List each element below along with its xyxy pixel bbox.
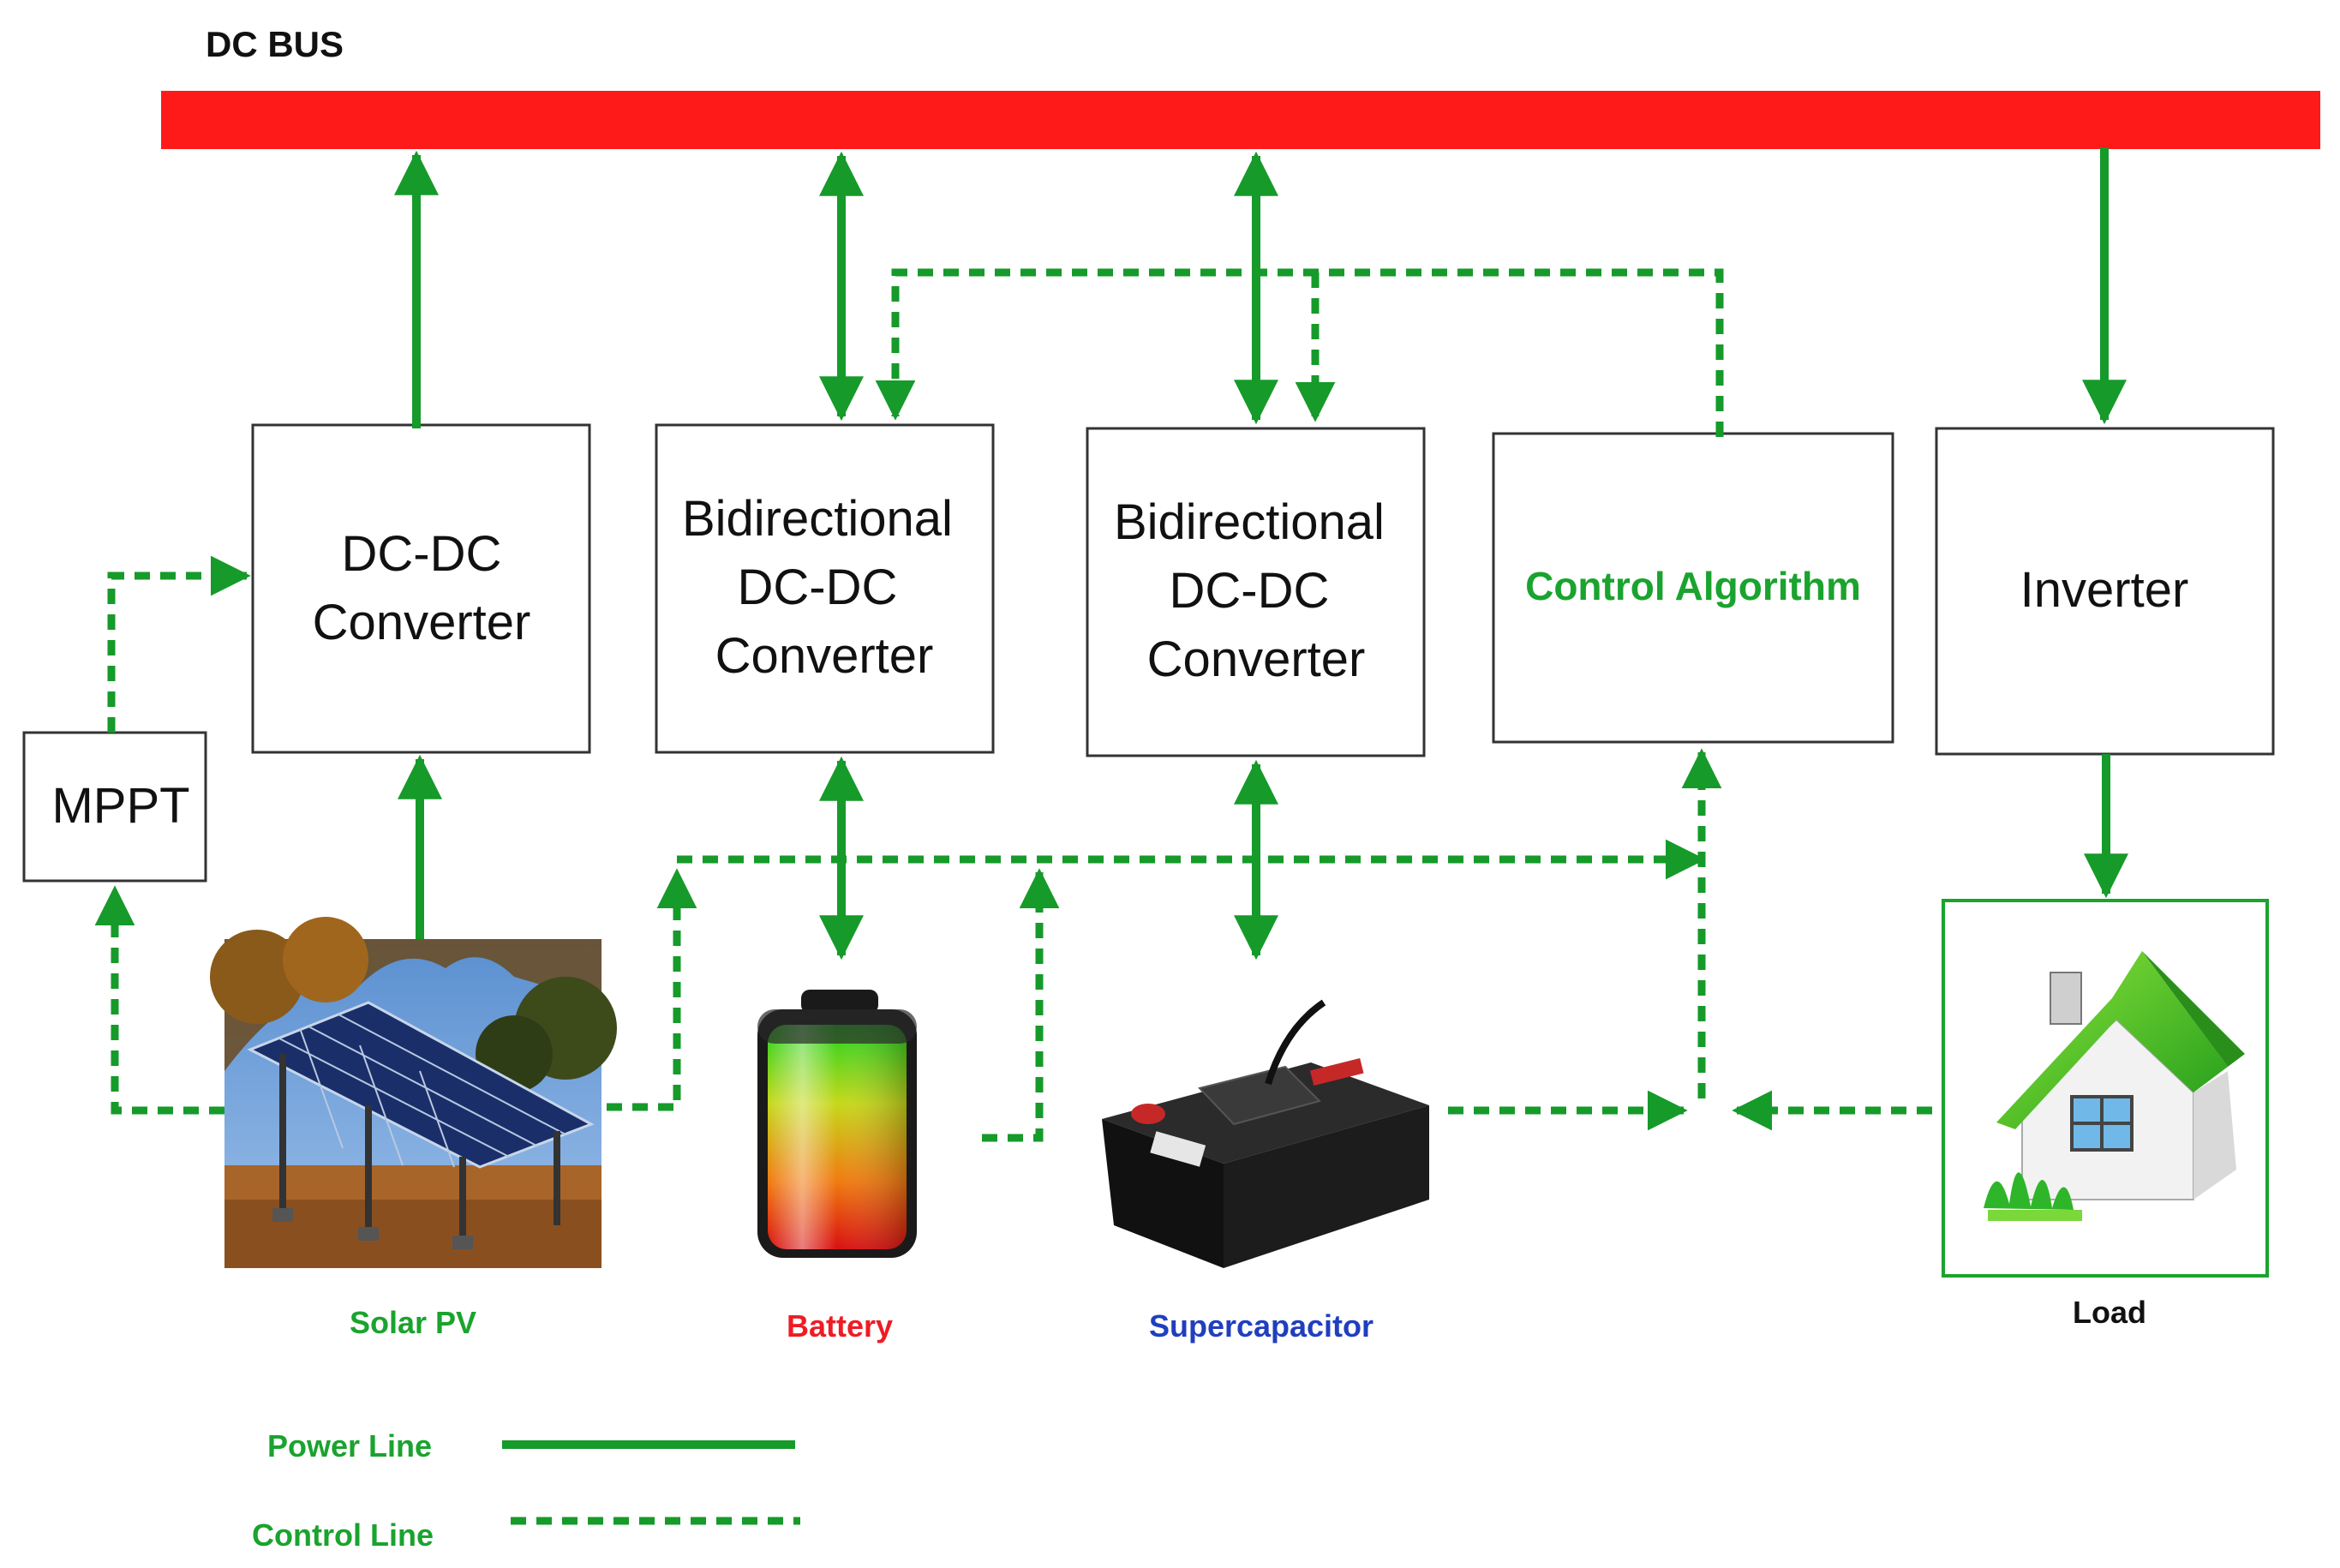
svg-text:DC-DC Converter: DC-DC Converter bbox=[313, 526, 531, 650]
bidir1-line-1: Bidirectional bbox=[682, 491, 953, 547]
control-lines bbox=[94, 268, 1932, 1142]
control-mppt-to-dcdc bbox=[107, 555, 251, 733]
dcdc-line-1: DC-DC bbox=[342, 526, 502, 582]
dcdc-line-2: Converter bbox=[313, 595, 531, 650]
legend-power-label: Power Line bbox=[267, 1428, 432, 1463]
control-battery-measure bbox=[982, 868, 1060, 1142]
svg-text:Bidirectional DC-DC: Bidirectional DC-DC Converter bbox=[1114, 494, 1398, 687]
solar-pv-picture bbox=[210, 917, 617, 1268]
battery-icon bbox=[757, 990, 917, 1258]
legend: Power Line Control Line bbox=[252, 1428, 800, 1553]
supercapacitor-label: Supercapacitor bbox=[1149, 1308, 1373, 1344]
mppt-block: MPPT bbox=[22, 731, 207, 883]
bidir1-line-2: DC-DC bbox=[738, 560, 898, 615]
solar-pv-label: Solar PV bbox=[350, 1305, 476, 1340]
control-top-loop bbox=[875, 268, 1724, 437]
inverter-label: Inverter bbox=[2020, 562, 2189, 618]
dc-bus-label: DC BUS bbox=[206, 24, 344, 64]
control-algorithm-label: Control Algorithm bbox=[1525, 564, 1861, 608]
bidirectional-converter-supercap-block: Bidirectional DC-DC Converter bbox=[1086, 427, 1426, 757]
battery-label: Battery bbox=[787, 1308, 893, 1344]
supercapacitor-icon bbox=[1102, 999, 1429, 1268]
power-lines bbox=[394, 147, 2128, 961]
bidir1-line-3: Converter bbox=[715, 628, 934, 684]
legend-control-label: Control Line bbox=[252, 1517, 434, 1553]
mppt-label: MPPT bbox=[51, 778, 189, 834]
dc-dc-converter-block: DC-DC Converter bbox=[251, 423, 591, 754]
svg-text:Bidirectional DC-DC: Bidirectional DC-DC Converter bbox=[682, 491, 967, 684]
control-solar-to-mppt bbox=[94, 885, 224, 1115]
control-algorithm-block: Control Algorithm bbox=[1492, 432, 1894, 744]
bidirectional-converter-battery-block: Bidirectional DC-DC Converter bbox=[655, 423, 995, 754]
control-solar-measure bbox=[607, 868, 697, 1111]
load-house-picture bbox=[1942, 899, 2269, 1278]
load-label: Load bbox=[2073, 1295, 2146, 1330]
dc-bus-bar bbox=[161, 91, 2320, 149]
inverter-block: Inverter bbox=[1935, 427, 2275, 756]
bidir2-line-1: Bidirectional bbox=[1114, 494, 1385, 550]
bidir2-line-3: Converter bbox=[1147, 631, 1366, 687]
bidir2-line-2: DC-DC bbox=[1170, 563, 1330, 619]
